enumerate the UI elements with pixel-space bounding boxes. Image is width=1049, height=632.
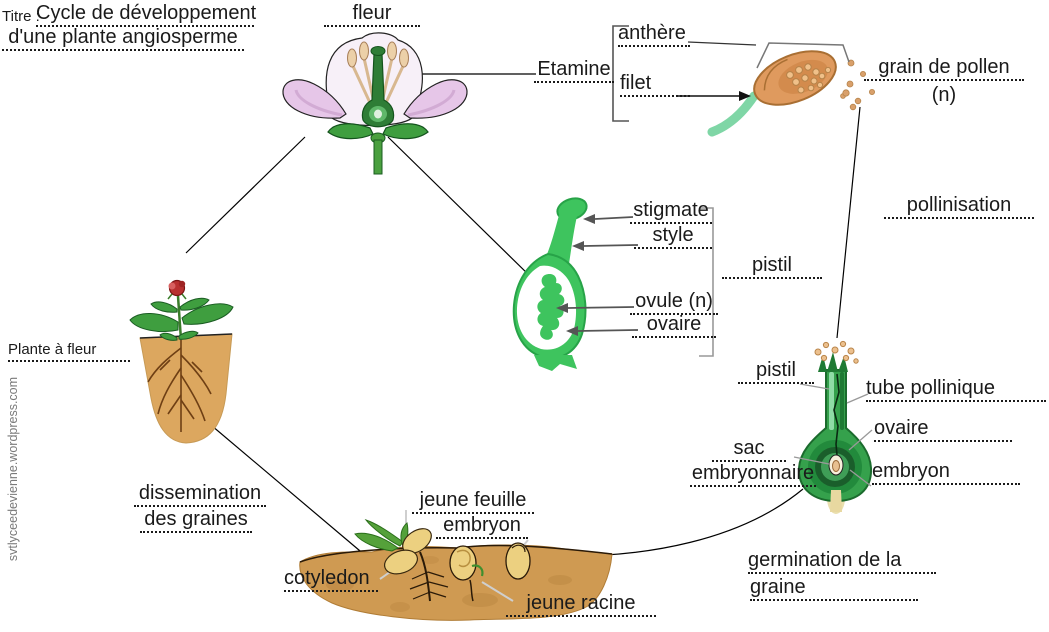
watermark: svtlyceedevienne.wordpress.com [6,376,20,562]
label-stigmate: stigmate [630,199,712,225]
plant-leaves [129,297,234,341]
label-ovaire-2: ovaire [874,417,1012,443]
label-germination-line2: graine [750,576,918,602]
embryo-shape [832,460,840,472]
line-flower-to-plant [185,136,306,254]
anther-bracket [756,42,850,69]
label-pollen-ploidy: (n) [931,84,957,106]
label-anthere: anthère [618,22,690,48]
label-embryonnaire: embryonnaire [690,462,816,488]
label-pollinisation: pollinisation [884,194,1034,220]
label-jeune-feuille: jeune feuille [412,489,534,515]
flower-illustration [282,32,468,175]
label-style: style [634,224,712,250]
label-sac: sac [712,437,786,463]
label-dissemination-line1: dissemination [134,482,266,508]
title-prefix: Titre : [2,8,40,25]
label-ovaire: ovaire [632,313,716,339]
etamine-bracket [612,25,629,122]
label-filet: filet [620,72,690,98]
line-plant-to-seeds [204,419,367,557]
curve-seeds-to-fertilized-pistil [562,488,804,557]
seed-sprouting [354,519,449,602]
stigma-lobes [818,352,848,372]
page-title-line2: d'une plante angiosperme [2,26,244,52]
label-pistil-2: pistil [738,359,814,385]
flower-pistil [361,53,395,128]
stamen-illustration [612,25,876,137]
label-etamine: Etamine [534,58,614,84]
label-plante-a-fleur: Plante à fleur [8,341,130,362]
label-tube-pollinique: tube pollinique [866,377,1046,403]
filament-shape [707,91,759,137]
label-pistil: pistil [722,254,822,280]
pistil-label-arrows [567,216,639,332]
label-germination-line1: germination de la [748,549,936,575]
label-cotyledon: cotyledon [284,567,378,593]
page-title-line1: Cycle de développement [36,2,256,28]
label-ovule: ovule (n) [630,290,718,316]
fertilized-pistil-illustration [793,340,873,514]
line-flower-to-pistil [387,136,533,279]
pollen-in-anther [786,63,832,94]
scattered-pollen [840,59,876,111]
filet-arrowhead [739,91,751,101]
label-embryon-2: embryon [872,460,1020,486]
label-fleur: fleur [324,2,420,28]
label-grain-de-pollen: grain de pollen [864,56,1024,82]
plant-illustration [129,279,234,444]
label-dissemination-line2: des graines [140,508,252,534]
seed-dormant [505,542,531,580]
label-embryon-seed: embryon [436,514,528,540]
plant-stem [176,295,183,341]
line-anthere-callout [687,41,757,46]
plant-soil [139,333,233,444]
pistil-illustration [512,197,714,371]
pistil-bracket [699,207,714,357]
soil-mottling [326,556,572,612]
ovule-shape [537,273,565,340]
plant-roots [147,340,212,432]
pollen-on-stigma [814,340,859,364]
label-jeune-racine: jeune racine [506,592,656,618]
pistil-base-streak [830,490,842,512]
plant-flower [167,279,187,300]
line-pollen-to-pistil [836,106,861,339]
anther-shape [753,50,837,106]
pollen-tube-line [833,373,840,456]
germination-illustration [299,510,613,621]
seed-with-embryo [449,545,484,602]
fertilized-pistil-callouts [793,383,873,487]
